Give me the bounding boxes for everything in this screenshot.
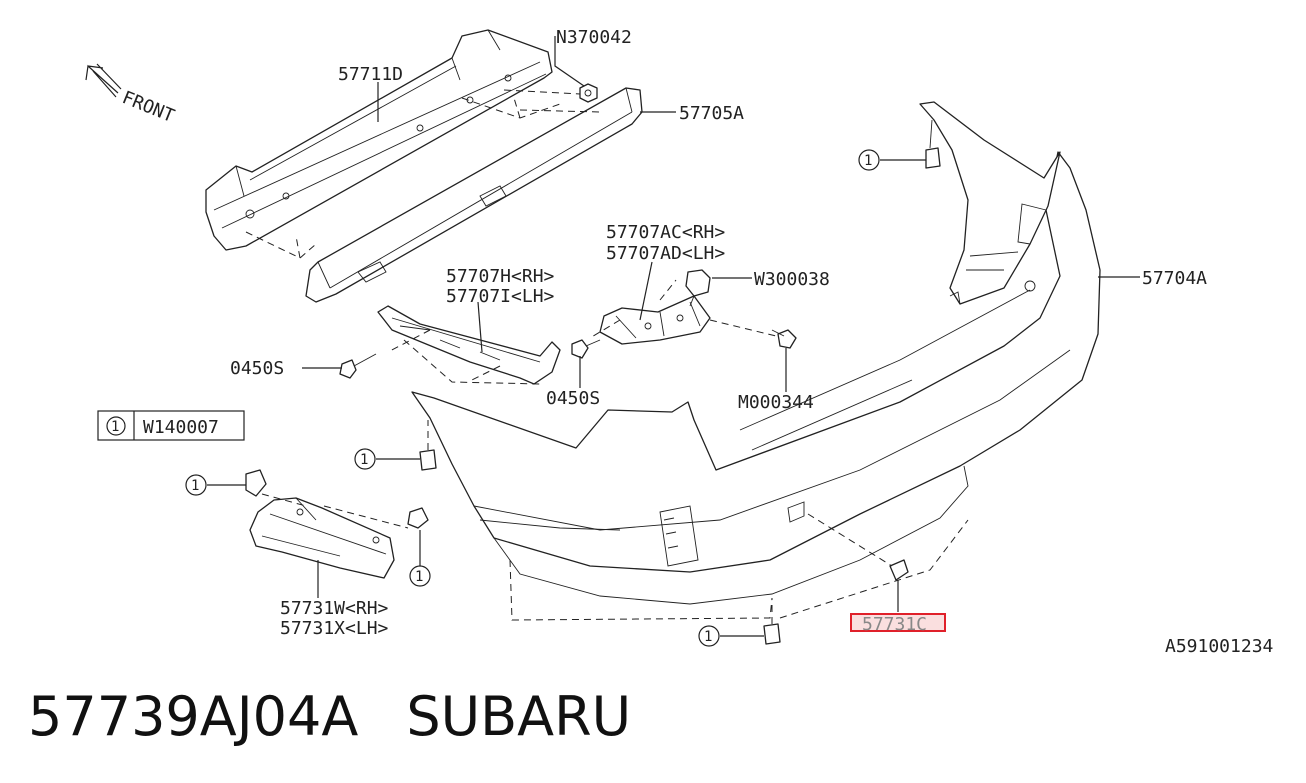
label-57731c[interactable]: 57731C	[862, 614, 927, 635]
callout-bottom: 1	[698, 625, 720, 647]
callout-symbol: 1	[191, 478, 199, 494]
callout-symbol: 1	[704, 629, 712, 645]
label-57731x: 57731X<LH>	[280, 618, 389, 639]
screw-0450s-mid	[571, 339, 601, 359]
callout-symbol: 1	[415, 569, 423, 585]
callout-symbol: 1	[864, 153, 872, 169]
rear-bumper-reinforcement	[205, 29, 561, 259]
label-0450s-mid: 0450S	[546, 388, 600, 409]
legend-box: 1 W140007	[97, 410, 245, 441]
rear-bumper-cover	[411, 101, 1101, 621]
screw-0450s-left	[339, 353, 377, 379]
nut-n370042	[579, 83, 598, 103]
label-57707i: 57707I<LH>	[446, 286, 555, 307]
label-57707ac: 57707AC<RH>	[606, 222, 725, 243]
label-57711d: 57711D	[338, 64, 403, 85]
label-57707h: 57707H<RH>	[446, 266, 555, 287]
bumper-upper-bracket	[589, 279, 777, 345]
label-57707ad: 57707AD<LH>	[606, 243, 725, 264]
label-0450s-left: 0450S	[230, 358, 284, 379]
highlight-box	[850, 613, 946, 632]
clip-w140007-side	[245, 469, 267, 497]
bumper-cap-57731c	[807, 513, 909, 581]
label-57704a: 57704A	[1142, 268, 1207, 289]
callout-symbol: 1	[360, 452, 368, 468]
clip-w140007-mid	[419, 420, 437, 471]
label-w300038: W300038	[754, 269, 830, 290]
label-57705a: 57705A	[679, 103, 744, 124]
clip-w300038	[685, 269, 711, 307]
label-m000344: M000344	[738, 392, 814, 413]
label-n370042: N370042	[556, 27, 632, 48]
leader-lines	[207, 36, 1140, 637]
front-arrow-label: FRONT	[119, 87, 177, 127]
bumper-side-bracket	[377, 305, 561, 385]
clip-w140007-bottom	[763, 598, 781, 645]
clip-w140007-top	[925, 119, 941, 169]
callout-top: 1	[858, 149, 880, 171]
clip-w140007-right	[407, 507, 429, 529]
callout-mid: 1	[354, 448, 376, 470]
label-57731w: 57731W<RH>	[280, 598, 389, 619]
legend-code: W140007	[143, 417, 219, 438]
caption: 57739AJ04A SUBARU	[28, 682, 679, 752]
reference-number: A591001234	[1165, 636, 1273, 657]
callout-right: 1	[409, 565, 431, 587]
screw-m000344	[771, 329, 797, 349]
bumper-energy-absorber	[305, 87, 643, 303]
highlighted-part-57731c[interactable]: 57731C	[850, 613, 946, 635]
front-arrow-icon: FRONT	[85, 63, 177, 127]
legend-symbol: 1	[111, 419, 119, 435]
caption-brand: SUBARU	[406, 685, 632, 748]
bumper-side-spacer	[249, 493, 409, 579]
caption-part-number: 57739AJ04A	[28, 685, 359, 748]
callout-side: 1	[185, 474, 207, 496]
